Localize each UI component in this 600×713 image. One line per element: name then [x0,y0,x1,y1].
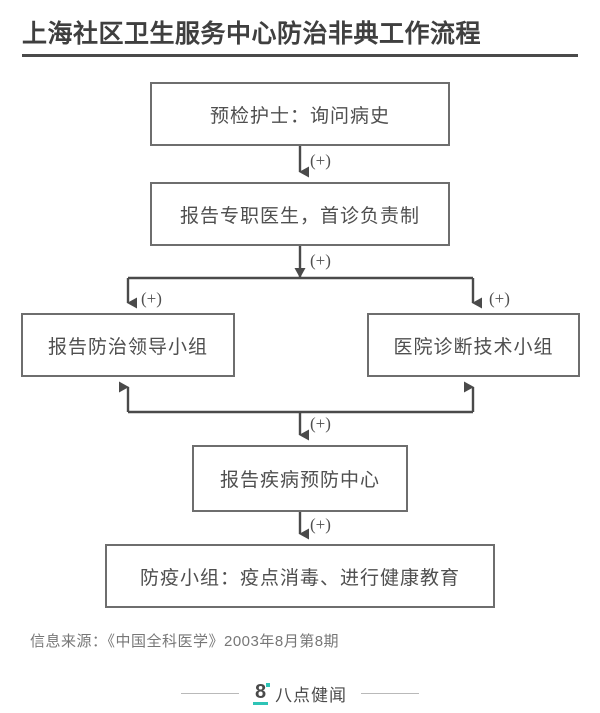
flow-node-label: 预检护士：询问病史 [209,105,390,127]
title-block: 上海社区卫生服务中心防治非典工作流程 [22,18,578,57]
edge-label-plus: (+) [141,289,162,308]
edge-label-plus: (+) [310,515,331,534]
flow-node-label: 报告专职医生，首诊负责制 [179,205,420,227]
source-citation: 信息来源：《中国全科医学》2003年8月第8期 [30,633,340,650]
edge-label-plus: (+) [489,289,510,308]
flow-node-report-doctor: 报告专职医生，首诊负责制 [150,182,450,246]
flow-node-leadership-group: 报告防治领导小组 [21,313,235,377]
brand-name: 八点健闻 [275,686,348,705]
flow-node-label: 医院诊断技术小组 [393,336,554,358]
edge-label-plus: (+) [310,251,331,270]
footer-divider-left [180,693,239,694]
brand-accent-bar-icon [252,702,269,705]
brand-accent-dot-icon [266,683,271,687]
flow-node-label: 防疫小组：疫点消毒、进行健康教育 [139,567,460,589]
flow-node-diagnosis-group: 医院诊断技术小组 [367,313,580,377]
flow-node-triage: 预检护士：询问病史 [150,82,450,146]
brand-logo: 8 八点健闻 [252,681,348,706]
brand-mark-digit: 8 [254,681,267,703]
flow-node-label: 报告疾病预防中心 [219,470,380,491]
edge-label-plus: (+) [310,151,331,170]
brand-mark-eight: 8 [252,681,271,705]
footer: 8 八点健闻 [0,681,600,706]
flow-node-cdc-report: 报告疾病预防中心 [192,445,408,512]
flow-node-epidemic-team: 防疫小组：疫点消毒、进行健康教育 [105,544,495,608]
page-title: 上海社区卫生服务中心防治非典工作流程 [22,20,482,48]
flow-node-label: 报告防治领导小组 [47,336,208,358]
footer-divider-right [361,693,420,694]
title-divider [22,54,578,57]
edge-label-plus: (+) [310,414,331,433]
